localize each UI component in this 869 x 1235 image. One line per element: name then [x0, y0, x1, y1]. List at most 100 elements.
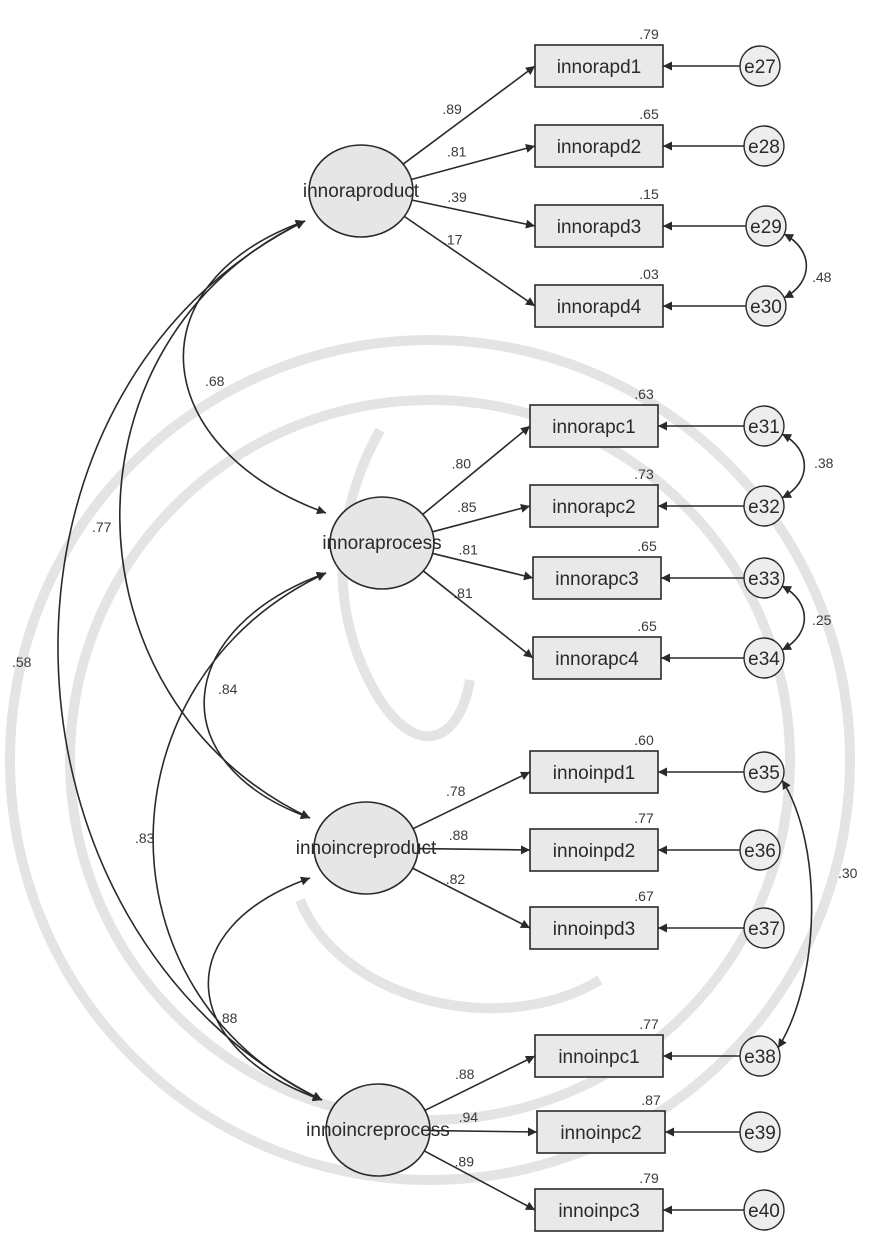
r-squared-value: .79	[639, 26, 659, 42]
latent-label: innoincreprocess	[306, 1120, 450, 1141]
indicator-label: innoinpd2	[553, 841, 635, 862]
error-term-label: e28	[748, 137, 780, 158]
r-squared-value: .60	[634, 732, 654, 748]
latent-correlation-value: .68	[205, 373, 225, 389]
r-squared-value: .77	[639, 1016, 659, 1032]
r-squared-value: .63	[634, 386, 654, 402]
loading-arrow	[401, 65, 536, 166]
r-squared-value: .15	[639, 186, 659, 202]
latent-correlation-value: .77	[92, 519, 112, 535]
latent-correlation-arc	[119, 220, 311, 819]
loading-arrow	[403, 215, 536, 307]
indicator-label: innorapd4	[557, 297, 642, 318]
latent-correlation-value: .83	[135, 830, 155, 846]
indicator-box	[534, 1188, 664, 1232]
indicator-box	[534, 44, 664, 88]
latent-correlation-arc	[182, 219, 327, 515]
indicator-box	[529, 484, 659, 528]
indicator-box	[534, 124, 664, 168]
latent-correlation-arc	[57, 220, 323, 1101]
error-correlation-value: .25	[812, 612, 832, 628]
error-correlation-arc	[783, 233, 808, 299]
latent-correlation-arc	[207, 876, 323, 1102]
loading-value: .39	[447, 189, 467, 205]
latent-construct	[313, 801, 419, 895]
loading-value: .81	[458, 542, 478, 558]
indicator-label: innorapc2	[552, 497, 635, 518]
error-term-label: e35	[748, 763, 780, 784]
loading-value: .82	[446, 871, 466, 887]
error-term-circle	[739, 1111, 781, 1153]
error-correlation-arc	[781, 585, 806, 651]
latent-correlation-arc	[152, 572, 327, 1101]
loading-value: .88	[455, 1066, 475, 1082]
error-term-circle	[743, 557, 785, 599]
indicator-label: innorapc3	[555, 569, 638, 590]
latent-construct	[329, 496, 435, 590]
error-correlation-arc	[781, 433, 806, 499]
indicator-box	[529, 906, 659, 950]
error-term-circle	[745, 205, 787, 247]
indicator-label: innorapd2	[557, 137, 642, 158]
indicator-label: innoinpc3	[558, 1201, 639, 1222]
latent-construct	[325, 1083, 431, 1177]
loading-arrow	[423, 1149, 536, 1211]
error-term-label: e39	[744, 1123, 776, 1144]
loading-value: .78	[446, 783, 466, 799]
latent-construct	[308, 144, 414, 238]
loading-arrow	[422, 569, 534, 659]
error-term-circle	[745, 285, 787, 327]
loading-arrow	[428, 1127, 538, 1137]
r-squared-value: .65	[637, 618, 657, 634]
loading-value: .94	[459, 1109, 479, 1125]
error-term-label: e30	[750, 297, 782, 318]
indicator-box	[534, 284, 664, 328]
loading-arrow	[416, 845, 531, 855]
latent-label: innoraprocess	[322, 533, 441, 554]
error-term-circle	[743, 405, 785, 447]
indicator-box	[529, 404, 659, 448]
loading-value: .89	[455, 1153, 475, 1169]
r-squared-value: .79	[639, 1170, 659, 1186]
error-term-circle	[743, 751, 785, 793]
latent-label: innoraproduct	[303, 181, 420, 202]
error-term-circle	[743, 125, 785, 167]
nodes-layer: .89.81.39.17.80.85.81.81.78.88.82.88.94.…	[12, 26, 858, 1232]
error-term-circle	[739, 829, 781, 871]
error-term-label: e37	[748, 919, 780, 940]
error-term-circle	[743, 637, 785, 679]
indicator-box	[534, 204, 664, 248]
error-term-label: e34	[748, 649, 780, 670]
r-squared-value: .67	[634, 888, 654, 904]
error-term-label: e29	[750, 217, 782, 238]
indicator-box	[536, 1110, 666, 1154]
error-term-label: e33	[748, 569, 780, 590]
error-term-label: e32	[748, 497, 780, 518]
indicator-box	[534, 1034, 664, 1078]
loading-value: .81	[453, 585, 473, 601]
error-term-label: e40	[748, 1201, 780, 1222]
r-squared-value: .87	[641, 1092, 661, 1108]
error-correlation-value: .48	[812, 269, 832, 285]
error-term-circle	[743, 907, 785, 949]
indicator-box	[529, 828, 659, 872]
loading-arrow	[411, 867, 531, 929]
indicator-label: innorapd1	[557, 57, 642, 78]
error-term-label: e36	[744, 841, 776, 862]
error-correlation-arc	[777, 779, 813, 1049]
loading-value: .80	[452, 456, 472, 472]
indicator-label: innoinpd1	[553, 763, 635, 784]
loading-value: .81	[447, 144, 467, 160]
loading-arrow	[431, 503, 531, 533]
error-term-circle	[743, 1189, 785, 1231]
error-term-circle	[743, 485, 785, 527]
loading-arrow	[410, 199, 536, 229]
loading-arrow	[421, 425, 531, 516]
r-squared-value: .03	[639, 266, 659, 282]
indicator-label: innorapd3	[557, 217, 642, 238]
latent-label: innoincreproduct	[296, 838, 437, 859]
loading-arrow	[411, 771, 531, 830]
loading-value: .17	[443, 232, 463, 248]
error-term-circle	[739, 1035, 781, 1077]
